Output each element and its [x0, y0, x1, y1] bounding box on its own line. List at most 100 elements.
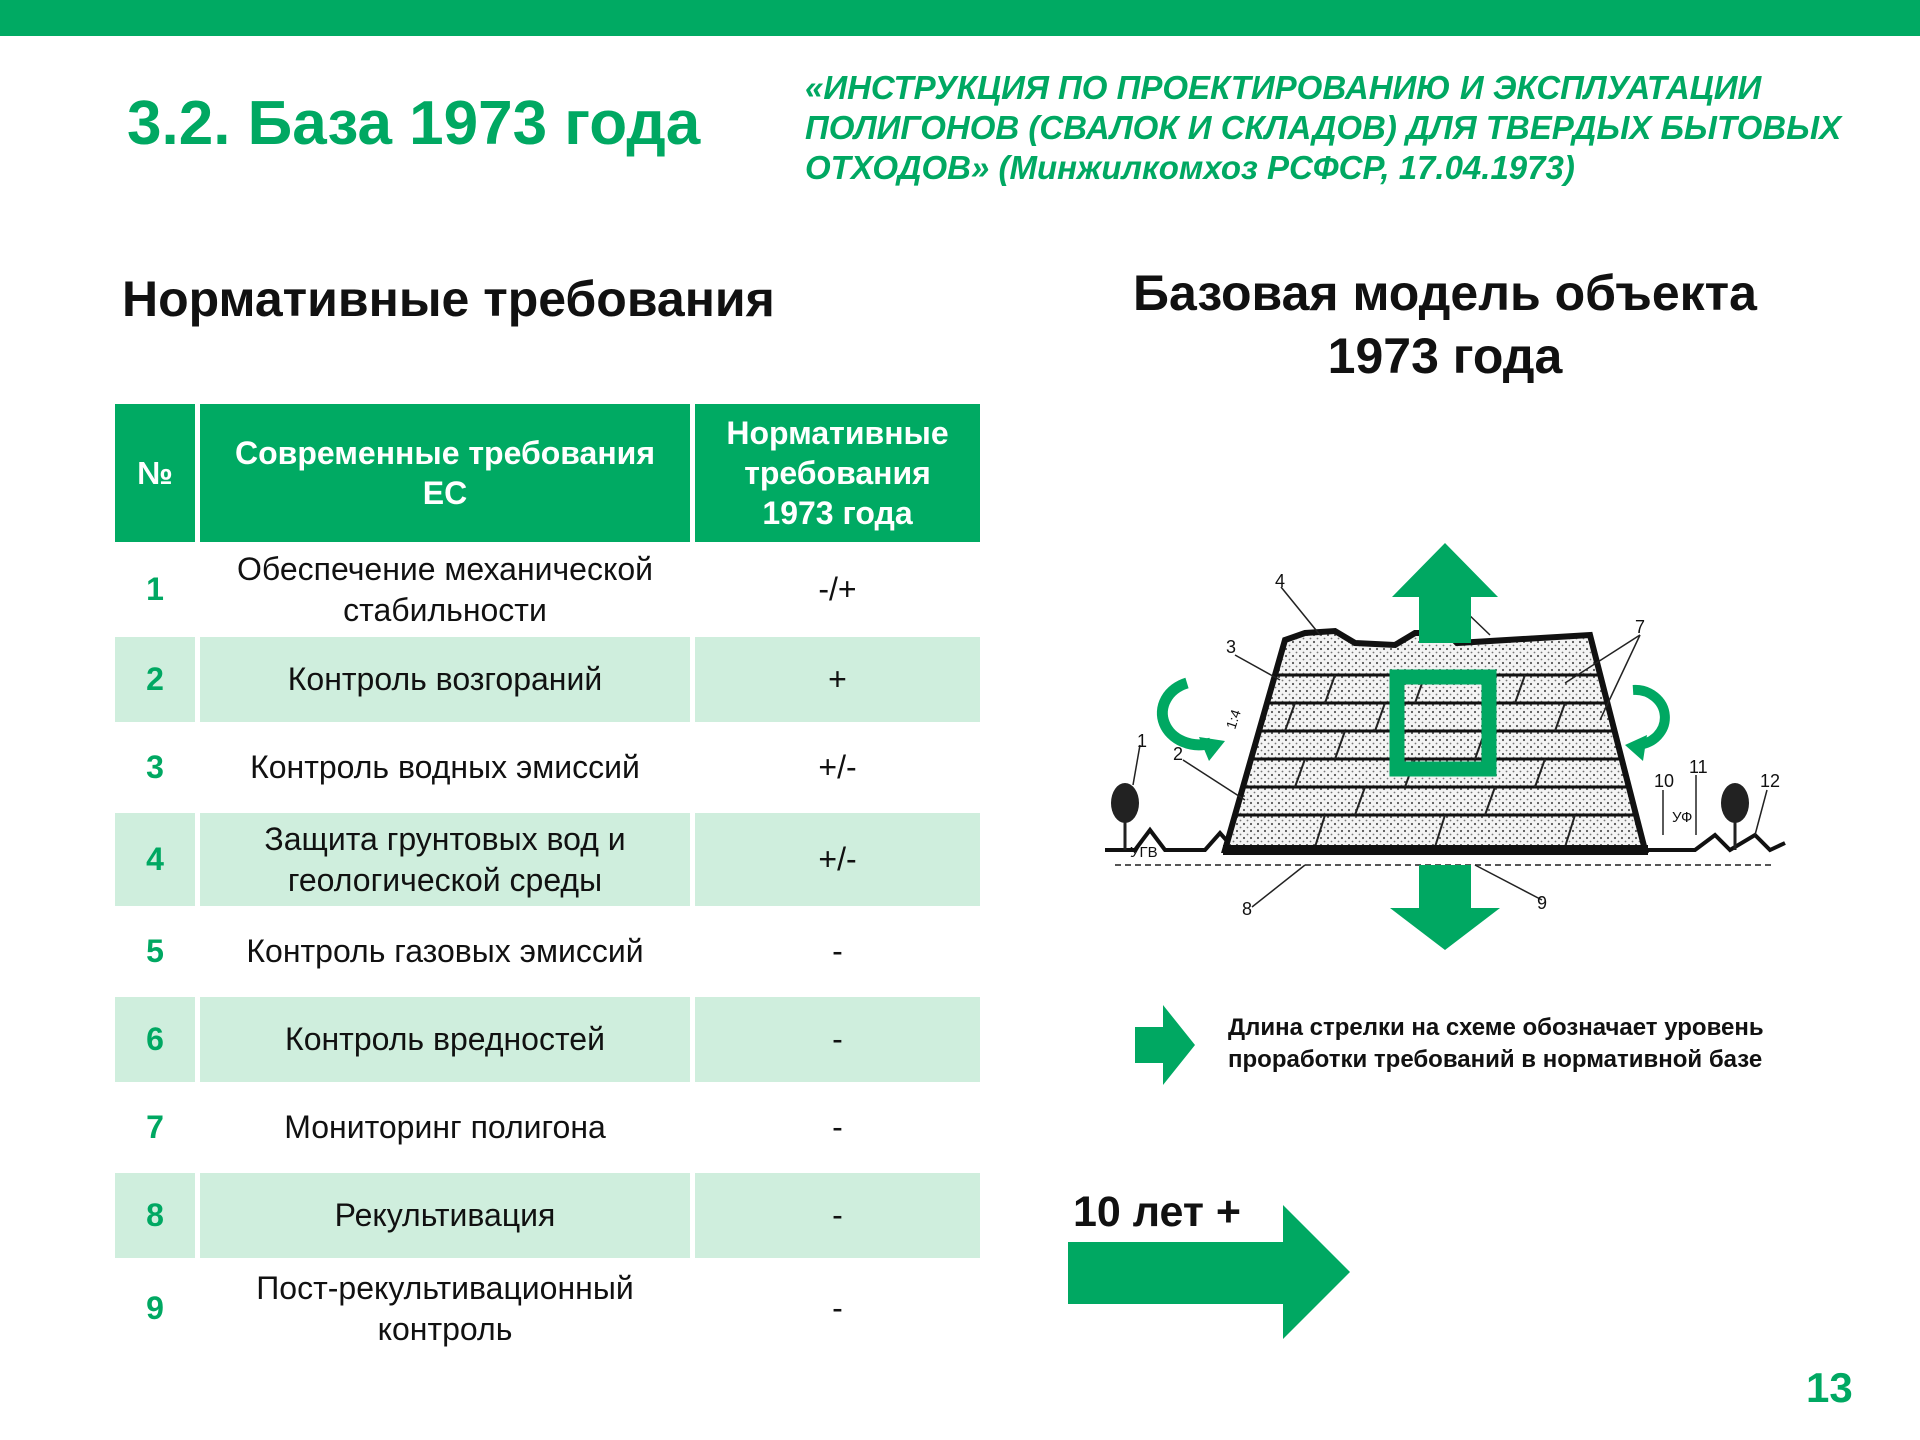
diagram-label-7: 7	[1635, 617, 1645, 637]
requirement-line: Контроль водных эмиссий	[250, 749, 640, 785]
requirement-line: контроль	[377, 1310, 513, 1347]
row-num: 2	[115, 634, 200, 722]
row-value: +/-	[695, 810, 980, 906]
diagram-label-11: 11	[1689, 757, 1708, 777]
requirement-line: Защита грунтовых вод и	[264, 820, 626, 857]
legend-line: Длина стрелки на схеме обозначает уровен…	[1228, 1014, 1764, 1041]
requirement-line: Контроль возгораний	[287, 661, 603, 697]
row-requirement: Контроль возгораний	[200, 634, 695, 722]
diagram-label-ugv: УГВ	[1130, 844, 1158, 861]
row-requirement: Рекультивация	[200, 1170, 695, 1258]
table-header-row: № Современные требования ЕС Нормативные …	[115, 404, 980, 542]
table-row: 7 Мониторинг полигона -	[115, 1082, 980, 1170]
legend-line: проработки требований в нормативной базе	[1228, 1046, 1763, 1073]
requirements-table: № Современные требования ЕС Нормативные …	[115, 404, 980, 1356]
years-label: 10 лет +	[1073, 1188, 1241, 1236]
table-row: 2 Контроль возгораний +	[115, 634, 980, 722]
requirement-line: Мониторинг полигона	[284, 1109, 606, 1145]
table-row: 4 Защита грунтовых вод и геологической с…	[115, 810, 980, 906]
rotate-left-icon	[1156, 677, 1225, 761]
table-row: 8 Рекультивация -	[115, 1170, 980, 1258]
header-num: №	[115, 404, 200, 542]
requirement-line: стабильности	[343, 591, 547, 628]
requirement-line: геологической среды	[287, 861, 603, 898]
row-value: +	[695, 634, 980, 722]
header-line: требования	[744, 455, 931, 491]
diagram-label-12: 12	[1760, 771, 1780, 791]
legend-text: Длина стрелки на схеме обозначает уровен…	[1228, 1012, 1868, 1076]
slide-title: 3.2. База 1973 года	[127, 89, 701, 158]
row-num: 3	[115, 722, 200, 810]
row-num: 4	[115, 810, 200, 906]
table-row: 6 Контроль вредностей -	[115, 994, 980, 1082]
row-value: +/-	[695, 722, 980, 810]
table-row: 5 Контроль газовых эмиссий -	[115, 906, 980, 994]
row-requirement: Контроль вредностей	[200, 994, 695, 1082]
row-num: 8	[115, 1170, 200, 1258]
row-value: -	[695, 1170, 980, 1258]
cell-dividers	[1284, 674, 1576, 848]
row-requirement: Мониторинг полигона	[200, 1082, 695, 1170]
header-norm-1973: Нормативные требования 1973 года	[695, 404, 980, 542]
table-row: 3 Контроль водных эмиссий +/-	[115, 722, 980, 810]
row-num: 5	[115, 906, 200, 994]
source-citation: «ИНСТРУКЦИЯ ПО ПРОЕКТИРОВАНИЮ И ЭКСПЛУАТ…	[805, 68, 1905, 188]
top-accent-bar	[0, 0, 1920, 36]
rotate-right-icon	[1625, 684, 1670, 761]
source-line: «ИНСТРУКЦИЯ ПО ПРОЕКТИРОВАНИЮ И ЭКСПЛУАТ…	[805, 69, 1762, 106]
model-heading: Базовая модель объекта 1973 года	[1090, 262, 1800, 388]
waste-layers	[1235, 673, 1635, 817]
monitoring-square-icon	[1389, 669, 1497, 777]
requirement-line: Обеспечение механической	[237, 550, 653, 587]
row-requirement: Обеспечение механической стабильности	[200, 542, 695, 634]
diagram-label-2: 2	[1173, 744, 1183, 764]
leader-lines	[1132, 586, 1768, 908]
table-row: 1 Обеспечение механической стабильности …	[115, 542, 980, 634]
model-heading-line: 1973 года	[1327, 328, 1563, 384]
requirement-line: Рекультивация	[334, 1197, 556, 1233]
header-line: Современные требования	[234, 435, 655, 471]
header-modern-requirements: Современные требования ЕС	[200, 404, 695, 542]
tree-right-icon	[1721, 783, 1749, 850]
legend-arrow-icon	[1135, 1005, 1195, 1085]
diagram-label-3: 3	[1226, 637, 1236, 657]
table-row: 9 Пост-рекультивационный контроль -	[115, 1258, 980, 1356]
arrow-down-icon	[1390, 865, 1500, 950]
model-heading-line: Базовая модель объекта	[1133, 265, 1757, 321]
base-liner	[1223, 845, 1648, 855]
diagram-label-1: 1	[1137, 731, 1147, 751]
diagram-label-4: 4	[1275, 571, 1285, 591]
row-value: -	[695, 1258, 980, 1356]
header-line: 1973 года	[762, 495, 913, 531]
diagram-label-10: 10	[1654, 771, 1674, 791]
row-value: -	[695, 1082, 980, 1170]
page-number: 13	[1806, 1364, 1853, 1411]
header-line: Нормативные	[726, 415, 949, 451]
arrow-up-icon	[1392, 543, 1498, 643]
diagram-label-9: 9	[1537, 893, 1547, 913]
landfill-body	[1221, 627, 1649, 853]
requirements-heading: Нормативные требования	[122, 271, 775, 327]
requirement-line: Контроль газовых эмиссий	[246, 933, 644, 969]
source-line: ПОЛИГОНОВ (СВАЛОК И СКЛАДОВ) ДЛЯ ТВЕРДЫХ…	[805, 109, 1842, 146]
landfill-diagram: 1 2 3 4 6 7 8 9 10 11 12 1:4 УГВ УФ	[1105, 543, 1786, 950]
diagram-label-uf: УФ	[1672, 809, 1692, 826]
source-line: ОТХОДОВ» (Минжилкомхоз РСФСР, 17.04.1973…	[805, 149, 1575, 186]
row-num: 6	[115, 994, 200, 1082]
row-value: -	[695, 906, 980, 994]
row-num: 1	[115, 542, 200, 634]
row-requirement: Контроль газовых эмиссий	[200, 906, 695, 994]
diagram-label-8: 8	[1242, 899, 1252, 919]
header-line: ЕС	[422, 475, 468, 511]
years-arrow-icon	[1068, 1205, 1350, 1339]
row-value: -/+	[695, 542, 980, 634]
requirement-line: Контроль вредностей	[285, 1021, 605, 1057]
row-requirement: Пост-рекультивационный контроль	[200, 1258, 695, 1356]
diagram-label-slope: 1:4	[1223, 707, 1244, 731]
requirement-line: Пост-рекультивационный	[256, 1269, 634, 1306]
tree-left-icon	[1111, 783, 1139, 850]
row-requirement: Контроль водных эмиссий	[200, 722, 695, 810]
row-num: 7	[115, 1082, 200, 1170]
row-num: 9	[115, 1258, 200, 1356]
row-requirement: Защита грунтовых вод и геологической сре…	[200, 810, 695, 906]
